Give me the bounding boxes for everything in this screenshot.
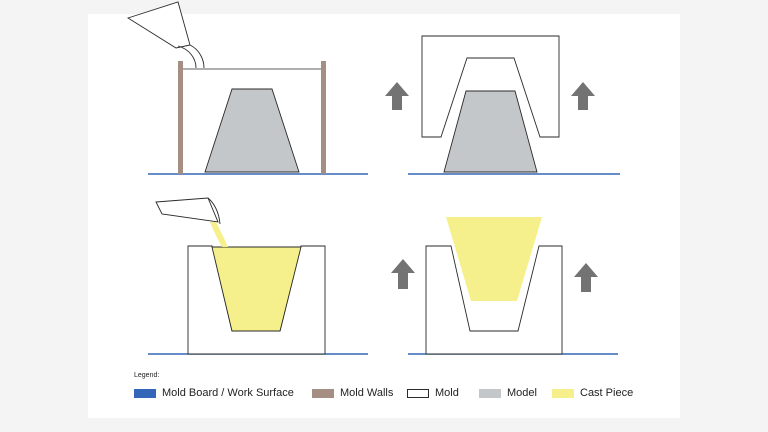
legend-swatch: [552, 389, 574, 398]
model-shape: [443, 90, 538, 173]
mold-wall-left: [178, 61, 183, 174]
panel-pour-cast: [148, 197, 368, 355]
up-arrow-icon: [385, 82, 409, 110]
legend-swatch: [312, 389, 334, 398]
cast-pour-stream: [210, 222, 228, 247]
panel-remove-cast: [391, 217, 618, 355]
model-shape: [204, 88, 300, 173]
legend-swatch: [407, 389, 429, 398]
pour-container-icon: [155, 197, 221, 225]
legend-label: Cast Piece: [580, 387, 634, 399]
panel-pour-mold: [126, 1, 368, 175]
cast-piece: [211, 246, 302, 332]
cast-piece: [446, 217, 542, 301]
legend-swatch: [479, 389, 501, 398]
legend-label: Mold Board / Work Surface: [162, 387, 294, 399]
legend-label: Mold Walls: [340, 387, 394, 399]
legend-title: Legend:: [134, 372, 160, 379]
up-arrow-icon: [574, 263, 598, 292]
up-arrow-icon: [571, 82, 595, 110]
mold-shape: [425, 245, 563, 355]
mold-shape: [421, 35, 560, 138]
legend-swatch: [134, 389, 156, 398]
mold-wall-right: [321, 61, 326, 174]
up-arrow-icon: [391, 259, 415, 289]
pour-container-icon: [126, 1, 205, 69]
panel-remove-mold: [385, 35, 620, 175]
legend-label: Model: [507, 387, 537, 399]
legend-label: Mold: [435, 387, 459, 399]
